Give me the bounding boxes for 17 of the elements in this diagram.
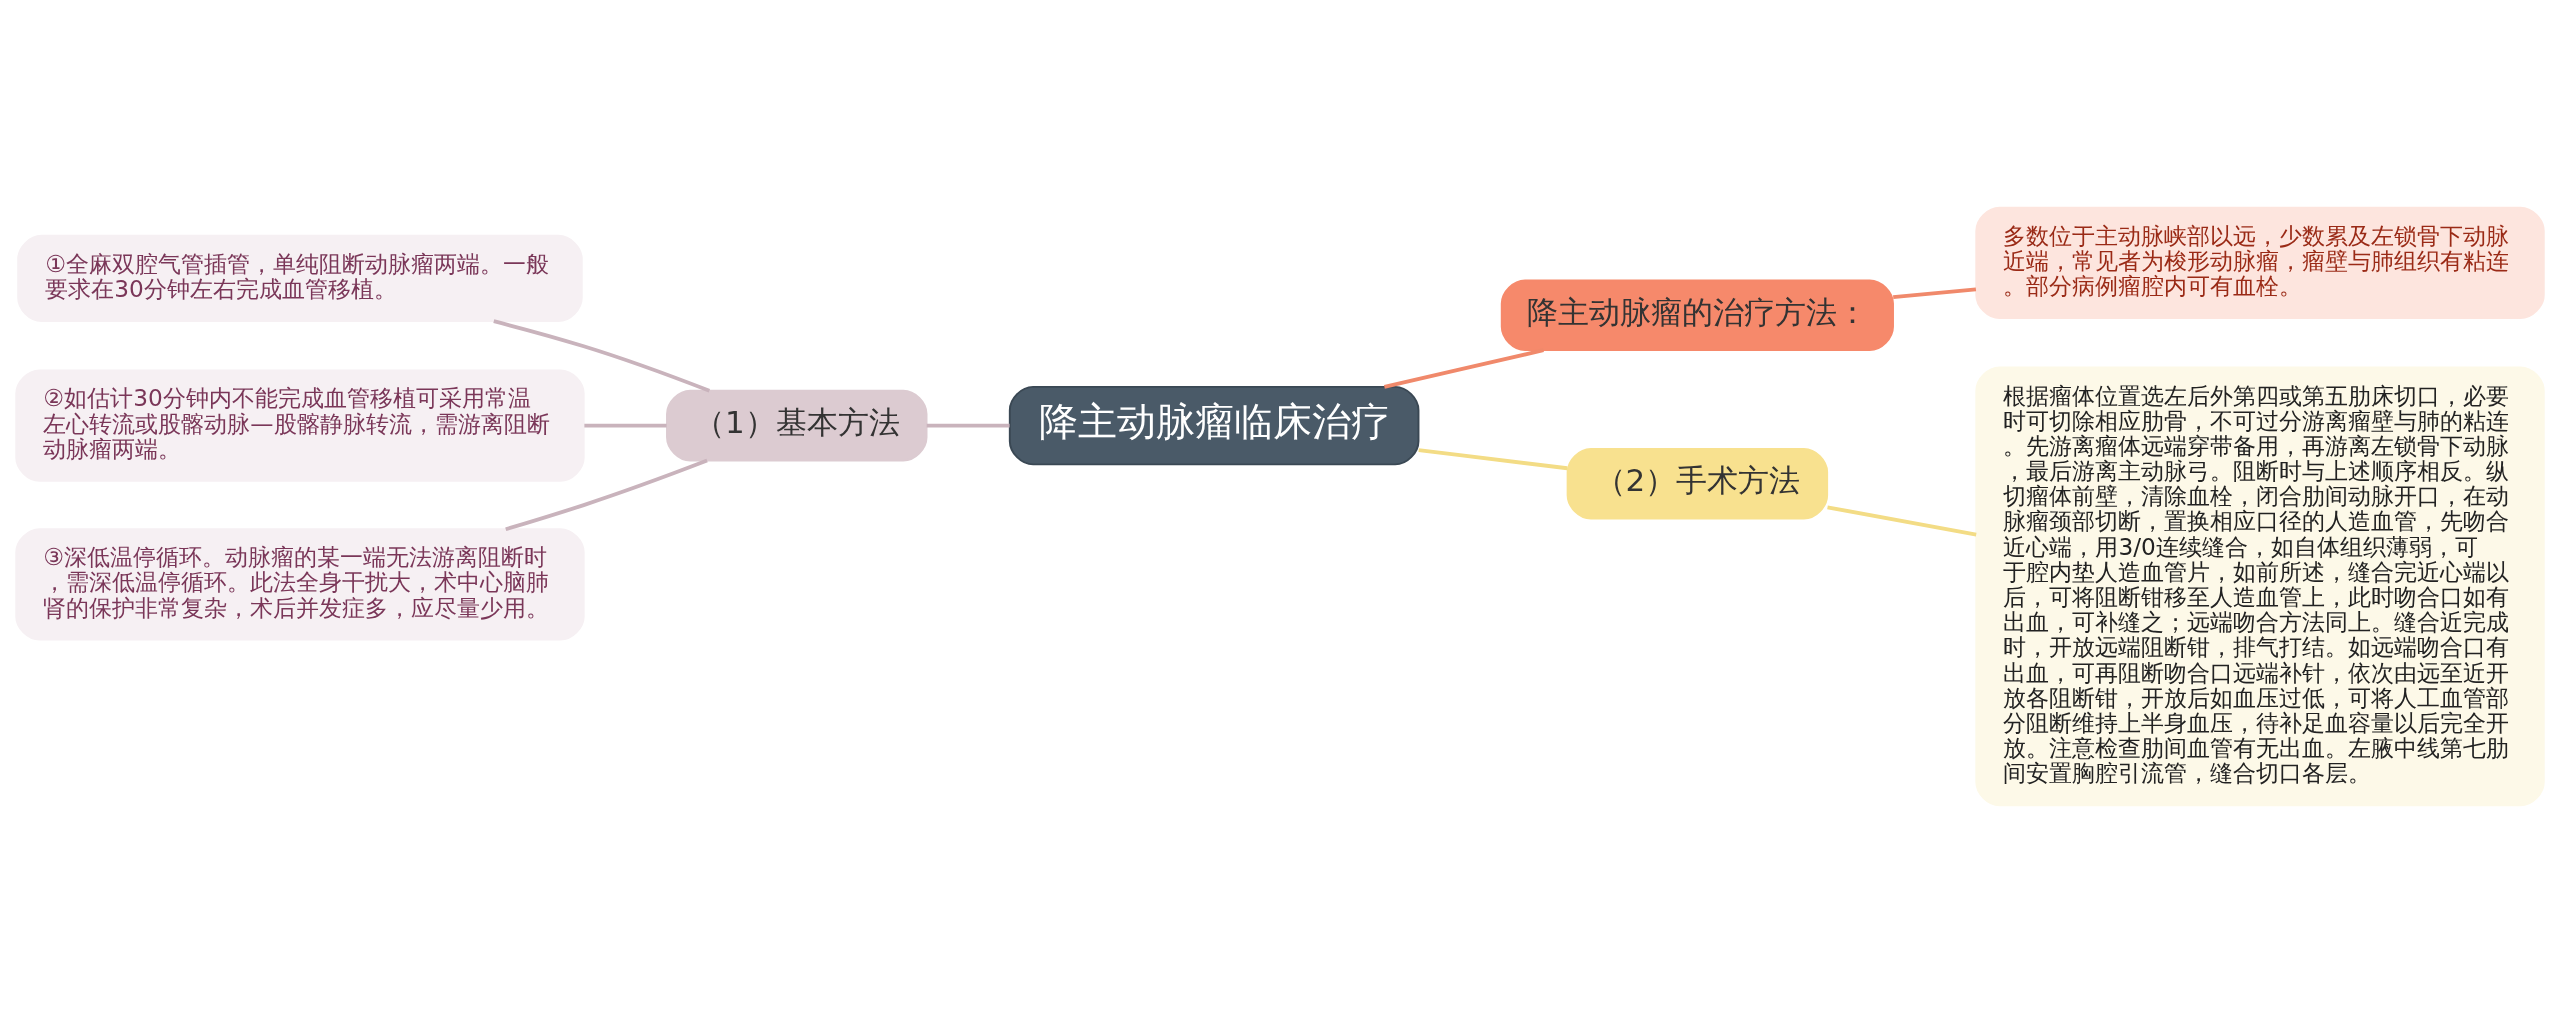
node-box: ①全麻双腔气管插管，单纯阻断动脉瘤两端。一般要求在30分钟左右完成血管移植。 <box>17 234 583 323</box>
connector <box>1384 348 1544 389</box>
node-box: （1）基本方法 <box>666 389 928 462</box>
node-box: 根据瘤体位置选左后外第四或第五肋床切口，必要时可切除相应肋骨，不可过分游离瘤壁与肺的粘连。先游离瘤体远端穿带备用，再游离左锁骨下动脉，最后游离主动脉弓。阻断时与上述顺序相反。纵切瘤体前壁，清除血栓，闭合肋间动脉开口，在动脉瘤颈部切断，置换相应口径的人造血管，先吻合近心端，用3/0连续缝合，如自体组织薄弱，可于腔内垫人造血管片，如前所述，缝合完近心端以后，可将阻断钳移至人造血管上，此时吻合口如有出血，可补缝之；远端吻合方法同上。缝合近完成时，开放远端阻断钳，排气打结。如远端吻合口有出血，可再阻断吻合口远端补针，依次由远至近开放各阻断钳，开放后如血压过低，可将人工血管部分阻断维持上半身血压，待补足血容量以后完全开放。注意检查肋间血管有无出血。左腋中线第七肋间安置胸腔引流管，缝合切口各层。 <box>1975 366 2545 807</box>
node-box: 降主动脉瘤临床治疗 <box>1008 385 1420 466</box>
connector <box>505 458 708 532</box>
connector <box>1418 448 1568 471</box>
node-box: 降主动脉瘤的治疗方法： <box>1500 279 1894 352</box>
connector <box>493 319 711 393</box>
node-box: （2）手术方法 <box>1566 447 1829 520</box>
connector <box>584 423 667 428</box>
node-box: ②如估计30分钟内不能完成血管移植可采用常温左心转流或股髂动脉—股髂静脉转流，需游离阻断动脉瘤两端。 <box>15 369 585 482</box>
connector <box>926 423 1010 428</box>
connector <box>1827 505 1977 537</box>
node-box: ③深低温停循环。动脉瘤的某一端无法游离阻断时，需深低温停循环。此法全身干扰大，术中心脑肺肾的保护非常复杂，术后并发症多，应尽量少用。 <box>15 528 585 641</box>
connector <box>1893 287 1977 299</box>
node-box: 多数位于主动脉峡部以远，少数累及左锁骨下动脉近端，常见者为梭形动脉瘤，瘤壁与肺组织有粘连。部分病例瘤腔内可有血栓。 <box>1975 206 2545 320</box>
